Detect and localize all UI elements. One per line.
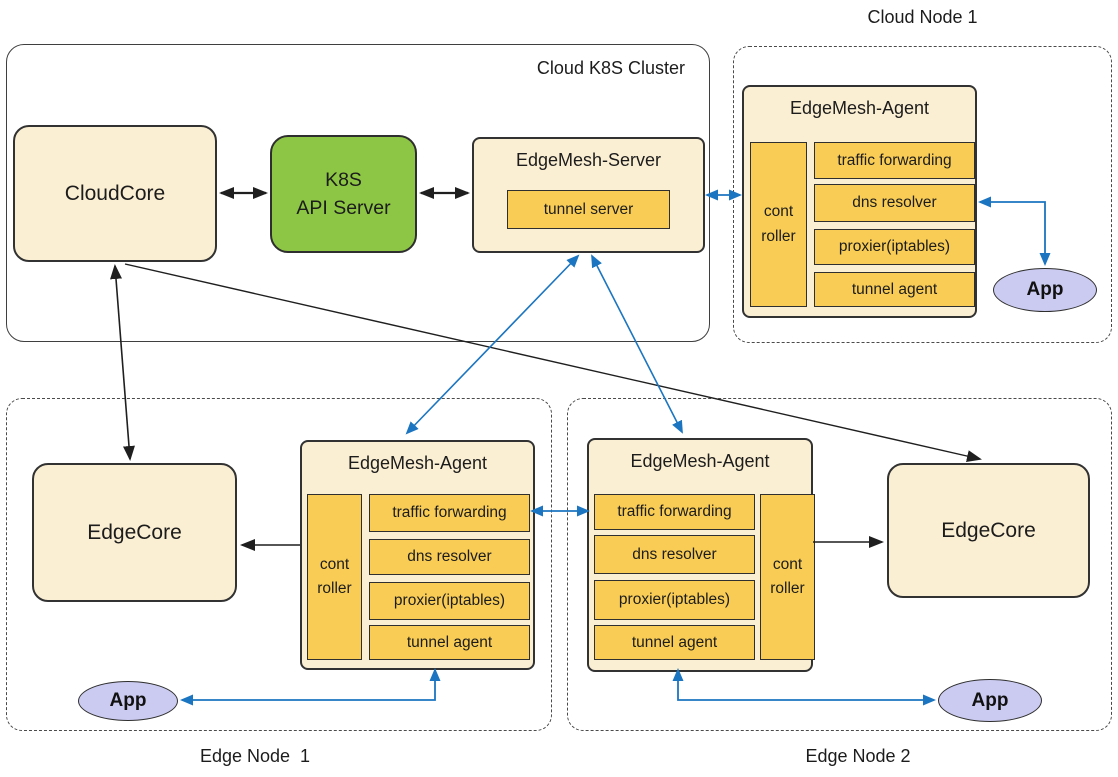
cloud-node-1-traffic-forwarding-box: traffic forwarding: [814, 142, 975, 179]
edge-node-1-title: Edge Node 1: [199, 746, 311, 766]
module-label: dns resolver: [632, 545, 717, 563]
controller-label-line1: cont: [319, 555, 350, 573]
edge-node-1-tunnel-agent-box: tunnel agent: [369, 625, 530, 660]
cloud-node-1-agent-title: EdgeMesh-Agent: [789, 98, 930, 118]
cloud-node-1-title: Cloud Node 1: [867, 7, 978, 27]
k8s-api-server-label-line1: K8S: [325, 168, 362, 191]
edge-node-1-agent-box: EdgeMesh-Agent cont roller traffic forwa…: [300, 440, 535, 670]
edge-node-2-app-ellipse: App: [938, 679, 1042, 722]
app-label: App: [109, 690, 147, 711]
edgemesh-server-title: EdgeMesh-Server: [515, 150, 662, 170]
edge-node-2-traffic-forwarding-box: traffic forwarding: [594, 494, 755, 530]
app-label: App: [971, 689, 1009, 711]
module-label: traffic forwarding: [837, 151, 952, 169]
cloud-node-1-app-ellipse: App: [993, 268, 1097, 312]
cloudcore-box: CloudCore: [13, 125, 217, 262]
cloud-node-1-agent-box: EdgeMesh-Agent cont roller traffic forwa…: [742, 85, 977, 318]
edge-node-2-title: Edge Node 2: [805, 746, 911, 766]
controller-label-line2: roller: [761, 227, 796, 245]
edge-node-2-controller-box: cont roller: [760, 494, 815, 660]
edgemesh-server-box: EdgeMesh-Server tunnel server: [472, 137, 705, 253]
module-label: dns resolver: [852, 194, 937, 211]
edge-node-1-app-ellipse: App: [78, 681, 178, 721]
module-label: tunnel agent: [631, 633, 718, 651]
module-label: traffic forwarding: [392, 504, 507, 521]
cloud-node-1-controller-box: cont roller: [750, 142, 807, 307]
edgecore-label: EdgeCore: [941, 518, 1036, 542]
edge-node-1-traffic-forwarding-box: traffic forwarding: [369, 494, 530, 532]
controller-label-line1: cont: [772, 555, 803, 573]
edge-node-1-agent-title: EdgeMesh-Agent: [347, 453, 488, 473]
module-label: traffic forwarding: [617, 503, 732, 520]
edge-node-2-dns-resolver-box: dns resolver: [594, 535, 755, 574]
cloud-node-1-tunnel-agent-box: tunnel agent: [814, 272, 975, 307]
module-label: tunnel agent: [851, 280, 938, 298]
cloud-node-1-dns-resolver-box: dns resolver: [814, 184, 975, 222]
k8s-api-server-box: K8S API Server: [270, 135, 417, 253]
app-label: App: [1026, 279, 1064, 300]
edge-node-1-controller-box: cont roller: [307, 494, 362, 660]
module-label: proxier(iptables): [838, 238, 951, 255]
controller-label-line1: cont: [763, 203, 794, 221]
edge-node-2-edgecore-box: EdgeCore: [887, 463, 1090, 598]
edge-node-1-edgecore-box: EdgeCore: [32, 463, 237, 602]
module-label: tunnel agent: [406, 633, 493, 651]
tunnel-server-box: tunnel server: [507, 190, 670, 229]
edge-node-1-proxier-box: proxier(iptables): [369, 582, 530, 620]
module-label: proxier(iptables): [618, 591, 731, 608]
cloud-k8s-cluster-title: Cloud K8S Cluster: [536, 58, 685, 78]
k8s-api-server-label-line2: API Server: [296, 197, 391, 219]
edge-node-2-proxier-box: proxier(iptables): [594, 580, 755, 620]
module-label: proxier(iptables): [393, 592, 506, 609]
module-label: dns resolver: [407, 548, 492, 565]
controller-label-line2: roller: [770, 580, 805, 597]
cloudcore-label: CloudCore: [64, 181, 166, 205]
edgecore-label: EdgeCore: [87, 520, 182, 544]
edge-node-1-dns-resolver-box: dns resolver: [369, 539, 530, 575]
edge-node-2-agent-box: EdgeMesh-Agent traffic forwarding dns re…: [587, 438, 815, 672]
tunnel-server-label: tunnel server: [543, 200, 634, 218]
edge-node-2-tunnel-agent-box: tunnel agent: [594, 625, 755, 660]
edge-node-2-agent-title: EdgeMesh-Agent: [630, 451, 770, 471]
cloud-node-1-proxier-box: proxier(iptables): [814, 229, 975, 265]
controller-label-line2: roller: [317, 580, 352, 597]
